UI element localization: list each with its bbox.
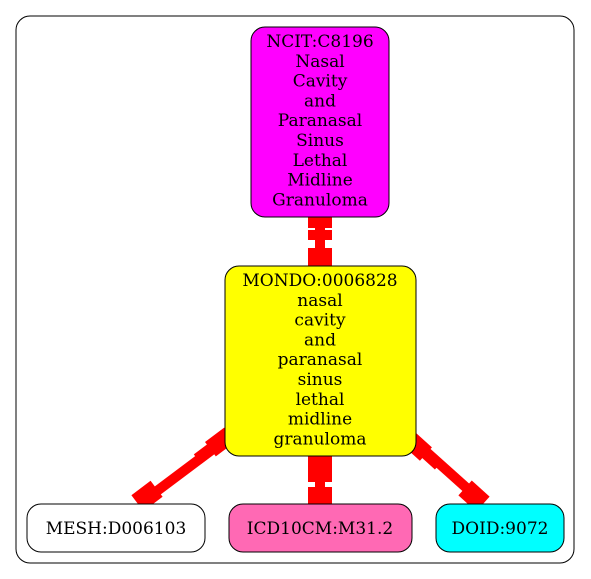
ncit-label-line: Midline	[287, 171, 353, 191]
mondo-label-line: granuloma	[274, 429, 367, 449]
ncit-label-line: Paranasal	[278, 111, 362, 131]
mondo-label-line: midline	[288, 410, 352, 430]
mondo-label-line: lethal	[296, 390, 345, 410]
ncit-label-line: Granuloma	[272, 190, 368, 210]
ncit-label-line: Lethal	[293, 151, 348, 171]
ncit-label-line: and	[304, 91, 336, 111]
node-doid[interactable]: DOID:9072	[435, 503, 565, 553]
mondo-label-line: sinus	[298, 370, 343, 390]
mondo-label-line: paranasal	[278, 350, 363, 370]
mesh-label-line: MESH:D006103	[46, 519, 187, 539]
node-mesh[interactable]: MESH:D006103	[26, 503, 206, 553]
ncit-label-line: Cavity	[293, 72, 348, 92]
mondo-label-line: MONDO:0006828	[242, 271, 397, 291]
icd-label-line: ICD10CM:M31.2	[247, 519, 393, 539]
ncit-label-line: NCIT:C8196	[266, 32, 373, 52]
mondo-label-line: cavity	[294, 311, 346, 331]
doid-label-line: DOID:9072	[452, 519, 549, 539]
mondo-label-line: nasal	[297, 291, 342, 311]
ncit-label-line: Nasal	[295, 52, 344, 72]
edge-mondo-icd	[308, 450, 332, 509]
node-ncit[interactable]: NCIT:C8196NasalCavityandParanasalSinusLe…	[250, 26, 390, 218]
node-icd[interactable]: ICD10CM:M31.2	[228, 503, 413, 553]
ncit-label-line: Sinus	[296, 131, 344, 151]
mondo-label-line: and	[304, 330, 336, 350]
node-mondo[interactable]: MONDO:0006828nasalcavityandparanasalsinu…	[224, 265, 417, 457]
